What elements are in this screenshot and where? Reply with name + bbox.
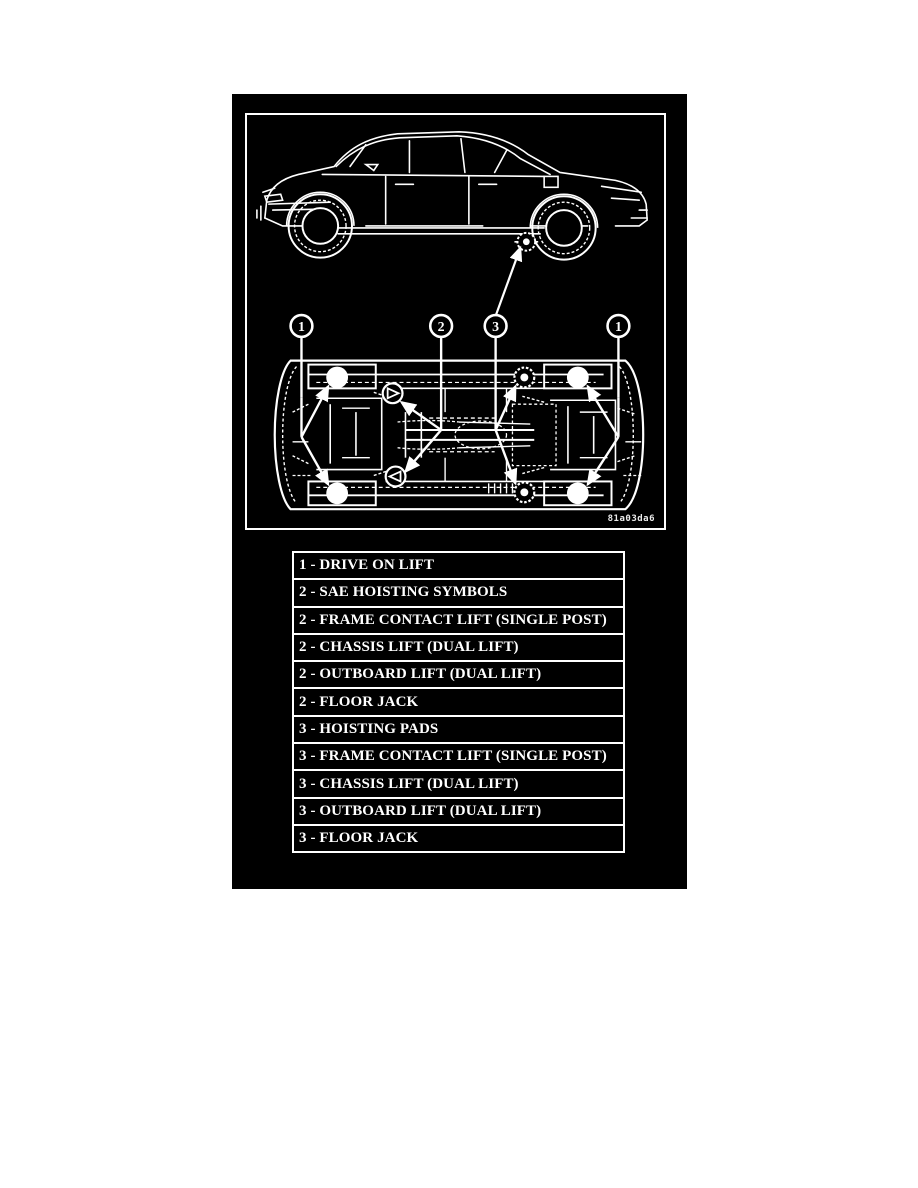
legend-row: 2 - SAE HOISTING SYMBOLS	[294, 580, 623, 608]
drive-on-pad-rear-right	[566, 482, 589, 505]
legend-item-label: 2 - FRAME CONTACT LIFT (SINGLE POST)	[299, 611, 607, 628]
legend-item-label: 2 - OUTBOARD LIFT (DUAL LIFT)	[299, 666, 542, 683]
sae-symbol-hoist-rear	[513, 481, 536, 504]
callout-1-right-label: 1	[615, 319, 622, 334]
side-view-front-wheel	[287, 193, 353, 259]
callout-2[interactable]: 2	[428, 313, 454, 430]
legend-item-label: 3 - CHASSIS LIFT (DUAL LIFT)	[299, 775, 519, 792]
callout-3-label: 3	[492, 319, 499, 334]
drive-on-pad-rear-left	[326, 482, 349, 505]
drive-on-pad-front-right	[566, 366, 589, 389]
callout-1-right[interactable]: 1	[606, 313, 631, 398]
callout-2-label: 2	[438, 319, 445, 334]
callout-1-left[interactable]: 1	[289, 313, 314, 398]
legend-table: 1 - DRIVE ON LIFT 2 - SAE HOISTING SYMBO…	[292, 551, 625, 854]
callout-3[interactable]: 3	[483, 313, 508, 430]
legend-row: 2 - FLOOR JACK	[294, 689, 623, 717]
side-view-rear-wheel	[531, 195, 597, 261]
leaders-callout-2	[399, 400, 443, 474]
leaders-callout-3	[494, 384, 518, 486]
leaders-callout-1-right	[586, 384, 620, 487]
legend-row: 3 - FLOOR JACK	[294, 826, 623, 854]
legend-row: 3 - HOISTING PADS	[294, 717, 623, 745]
sae-symbol-hoist-front	[513, 366, 536, 389]
legend-row: 1 - DRIVE ON LIFT	[294, 553, 623, 581]
drawing-frame: 1 2 3 1	[245, 113, 666, 530]
legend-item-label: 3 - FLOOR JACK	[299, 830, 419, 847]
legend-row: 2 - FRAME CONTACT LIFT (SINGLE POST)	[294, 608, 623, 635]
callout-1-left-label: 1	[298, 319, 305, 334]
figure-id-code: 81a03da6	[607, 514, 655, 524]
legend-item-label: 3 - HOISTING PADS	[299, 720, 439, 737]
figure-panel: 1 2 3 1	[232, 94, 687, 889]
legend-item-label: 2 - SAE HOISTING SYMBOLS	[299, 584, 508, 601]
legend-item-label: 2 - CHASSIS LIFT (DUAL LIFT)	[299, 639, 519, 656]
legend-row: 2 - CHASSIS LIFT (DUAL LIFT)	[294, 635, 623, 663]
drive-on-pads	[326, 366, 589, 505]
sae-symbol-rear-center	[384, 465, 407, 488]
leaders-callout-1-left	[300, 384, 330, 487]
vehicle-side-view	[256, 131, 648, 235]
legend-item-label: 2 - FLOOR JACK	[299, 693, 419, 710]
legend-item-label: 3 - OUTBOARD LIFT (DUAL LIFT)	[299, 802, 542, 819]
legend-item-label: 1 - DRIVE ON LIFT	[299, 557, 435, 574]
wheel-arches	[285, 191, 599, 228]
side-view-hoisting-pad	[514, 231, 539, 252]
legend-item-label: 3 - FRAME CONTACT LIFT (SINGLE POST)	[299, 748, 607, 765]
hoisting-diagram: 1 2 3 1	[256, 131, 648, 511]
leader-callout3-to-side-pad	[494, 245, 523, 317]
drive-on-pad-front-left	[326, 366, 349, 389]
sae-symbol-front-center	[381, 382, 404, 405]
legend-row: 2 - OUTBOARD LIFT (DUAL LIFT)	[294, 662, 623, 690]
legend-row: 3 - FRAME CONTACT LIFT (SINGLE POST)	[294, 744, 623, 772]
legend-row: 3 - OUTBOARD LIFT (DUAL LIFT)	[294, 799, 623, 826]
legend-row: 3 - CHASSIS LIFT (DUAL LIFT)	[294, 771, 623, 799]
